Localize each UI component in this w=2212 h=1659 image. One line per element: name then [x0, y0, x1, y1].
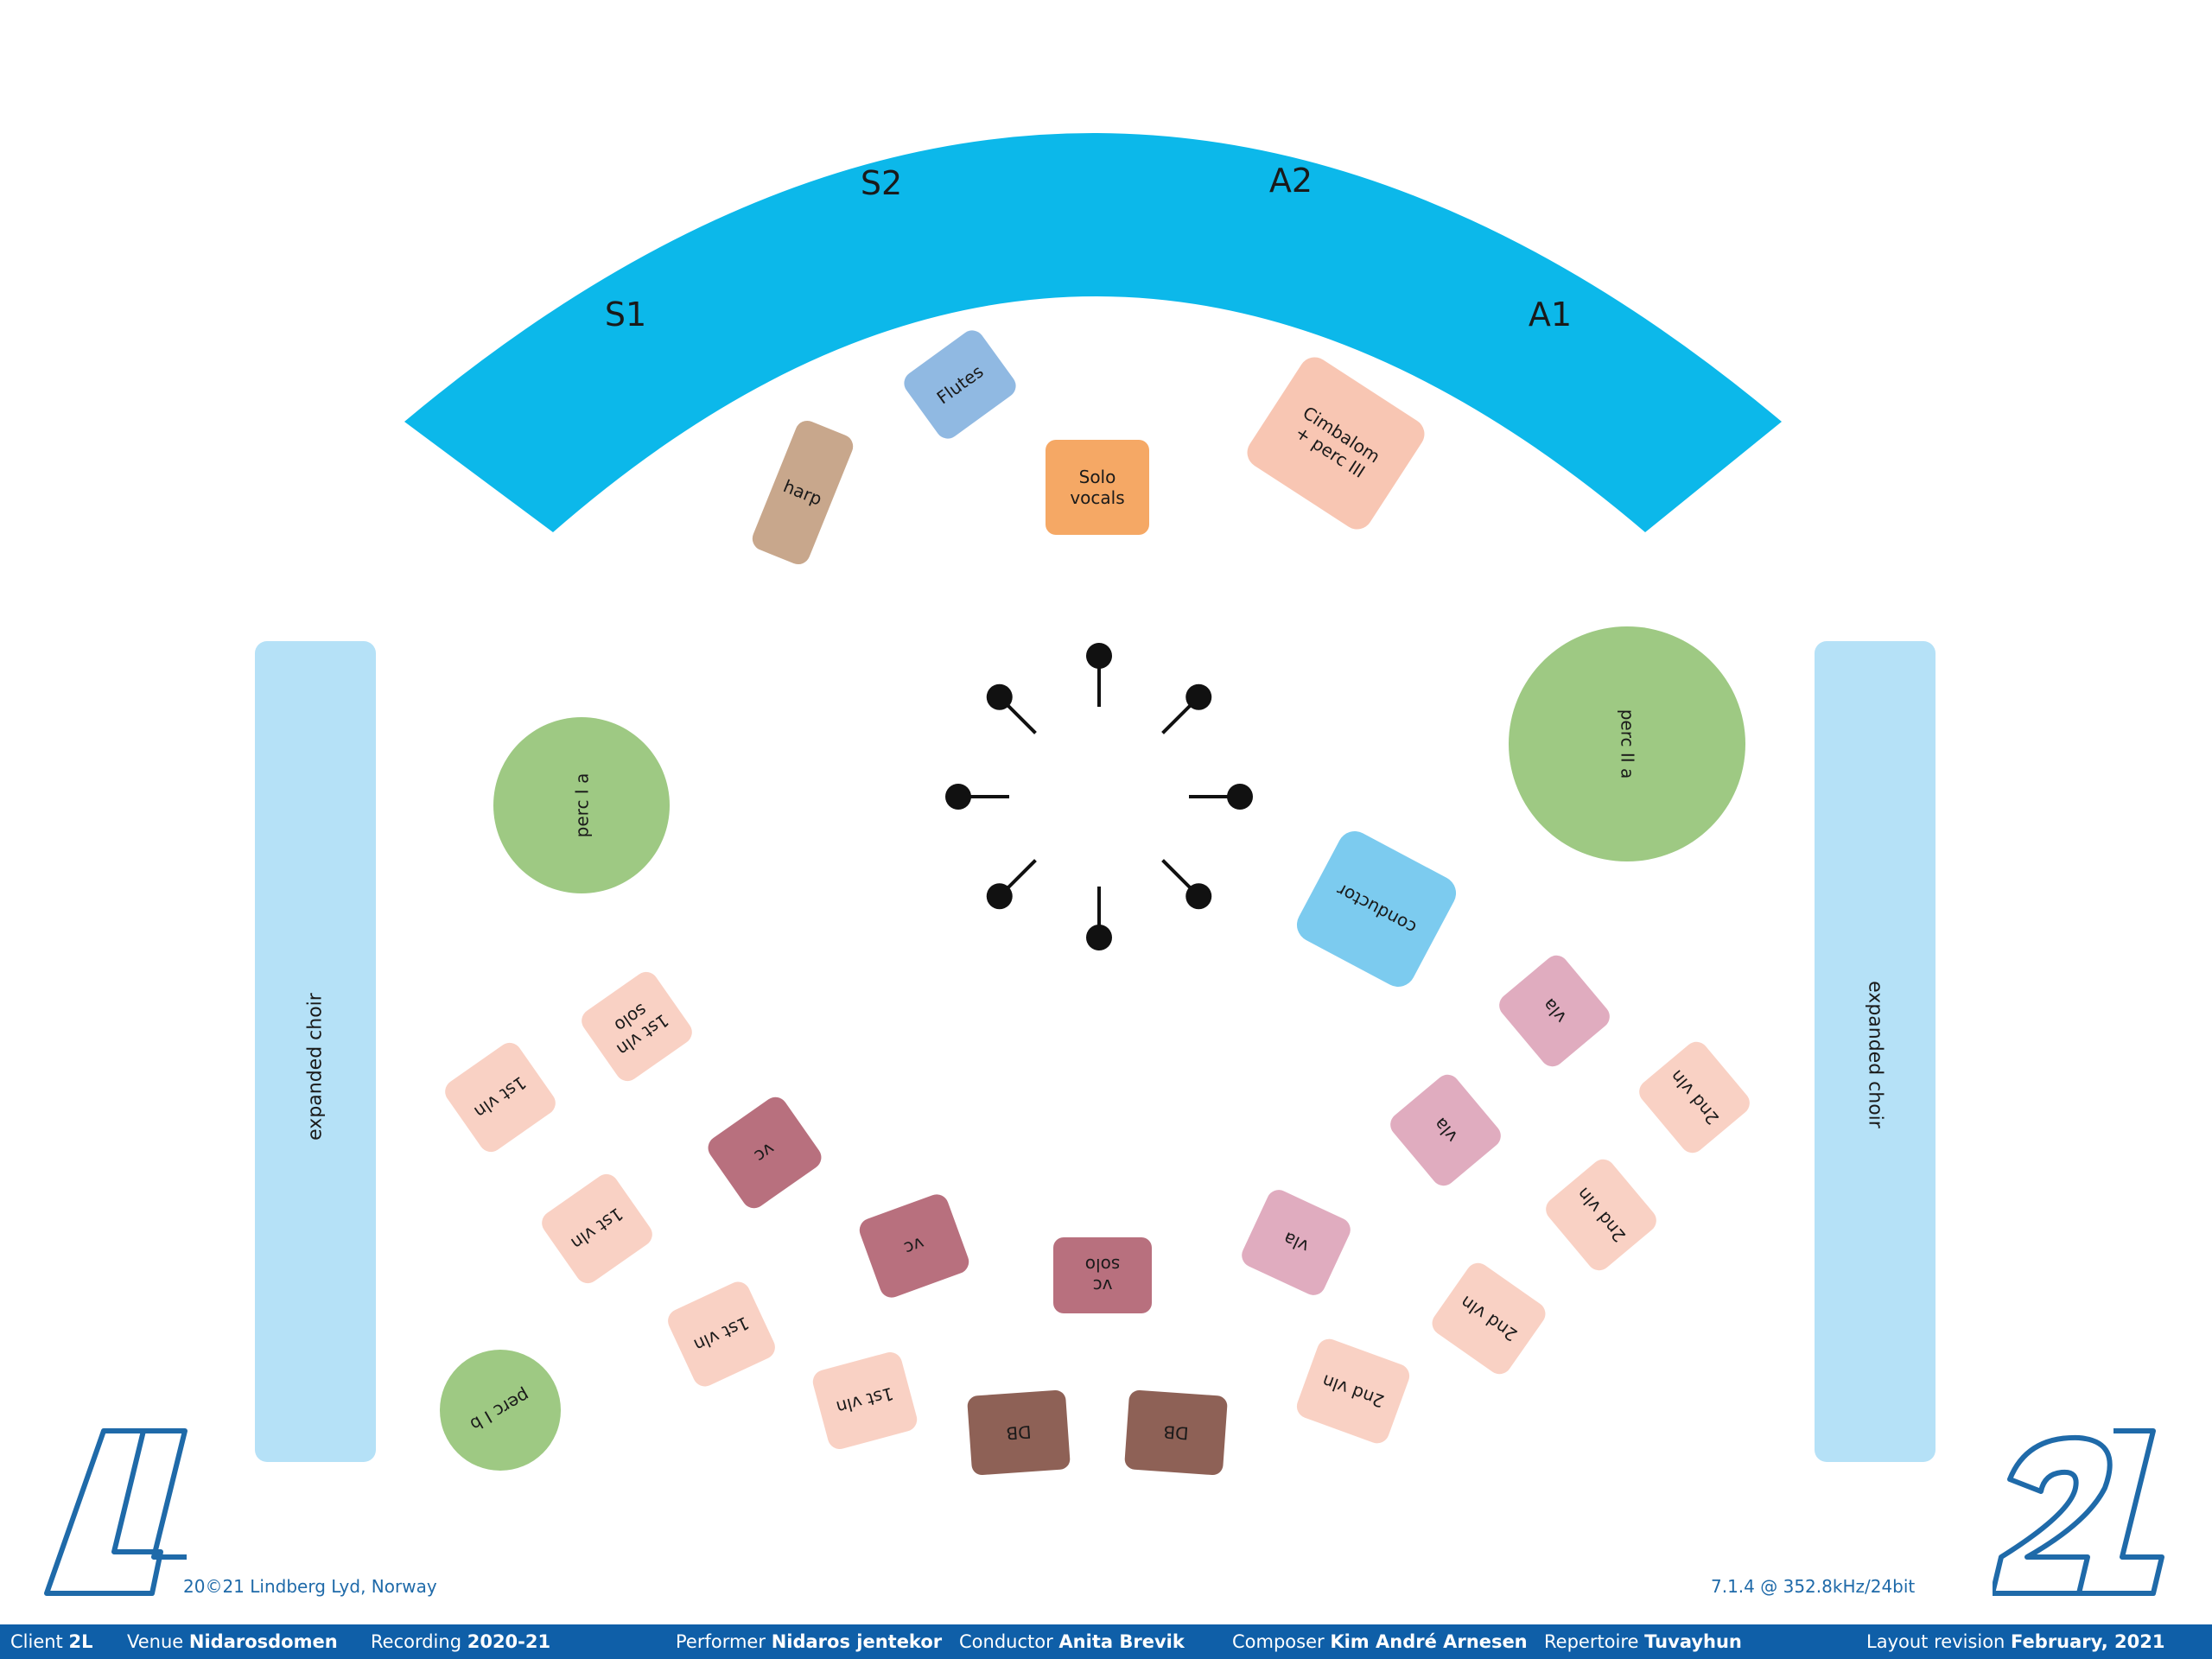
footer-layout-revision: Layout revision February, 2021 [1866, 1631, 2165, 1652]
logo-right-l [2075, 1428, 2164, 1596]
footer-performer: Performer Nidaros jentekor [676, 1631, 943, 1652]
choir-arc-shape [404, 133, 1782, 532]
logo-left-letter-1 [44, 1428, 163, 1596]
choir-section-a2: A2 [1269, 162, 1313, 200]
logo-right-two [1993, 1434, 2113, 1596]
footer-client: Client 2L [10, 1631, 93, 1652]
format-text: 7.1.4 @ 352.8kHz/24bit [1711, 1576, 1916, 1597]
choir-section-s2: S2 [861, 164, 902, 202]
expanded-choir-right-label: expanded choir [1864, 981, 1886, 1128]
2l-logo [1993, 1428, 2164, 1596]
footer-recording: Recording 2020-21 [371, 1631, 551, 1652]
lindberg-lyd-logo [44, 1428, 188, 1596]
instrument-perc-1a: perc I a [493, 717, 670, 893]
instrument-vc-solo: vc solo [1053, 1237, 1152, 1313]
expanded-choir-left [255, 641, 376, 1462]
footer-conductor: Conductor Anita Brevik [959, 1631, 1185, 1652]
instrument-db-b: DB [1123, 1389, 1229, 1476]
instrument-perc-1b: perc I b [440, 1350, 561, 1471]
footer-composer: Composer Kim André Arnesen [1232, 1631, 1528, 1652]
instrument-perc-2a: perc II a [1509, 626, 1745, 861]
footer-venue: Venue Nidarosdomen [127, 1631, 338, 1652]
expanded-choir-right [1815, 641, 1936, 1462]
choir-section-s1: S1 [605, 296, 646, 334]
instrument-db-a: DB [966, 1389, 1071, 1476]
footer-repertoire: Repertoire Tuvayhun [1544, 1631, 1742, 1652]
footer-bar: Client 2L Venue Nidarosdomen Recording 2… [0, 1624, 2212, 1659]
choir-section-a1: A1 [1529, 296, 1572, 334]
expanded-choir-left-label: expanded choir [304, 993, 327, 1141]
instrument-solo-vocals: Solo vocals [1046, 440, 1149, 535]
logo-left-letter-2 [138, 1428, 188, 1560]
copyright-text: 20©21 Lindberg Lyd, Norway [183, 1576, 437, 1597]
